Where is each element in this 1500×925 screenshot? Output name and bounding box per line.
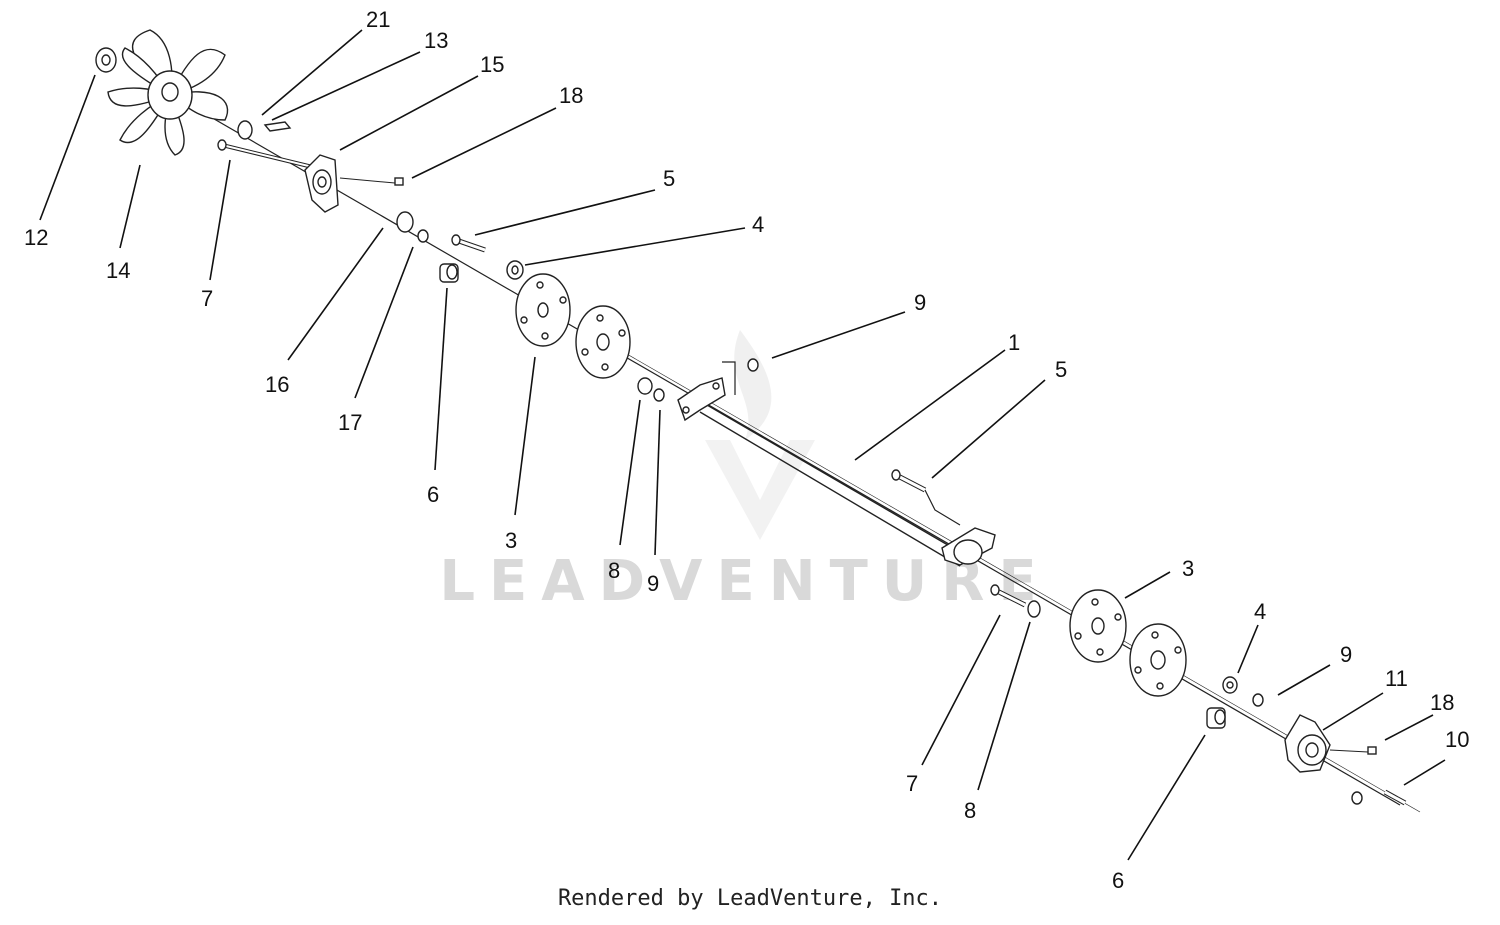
- coupling-disc-3-right: [1069, 589, 1127, 663]
- callout-label: 10: [1445, 727, 1469, 752]
- grease-fitting-18-right: [1329, 746, 1377, 755]
- nut-4-left: [506, 260, 524, 280]
- callout-labels: 21 13 15 18 12 14 7 5 4 16 17 6 3 8 9 9 …: [24, 7, 1469, 893]
- nut-9-upper: [747, 358, 759, 372]
- coupling-disc-3-left: [515, 273, 571, 347]
- washer-21: [237, 120, 253, 140]
- bushing-6-left: [439, 263, 459, 283]
- callout-label: 21: [366, 7, 390, 32]
- callout-label: 14: [106, 258, 130, 283]
- nut-9-right: [1252, 693, 1264, 707]
- watermark-text: LEADVENTURE: [439, 549, 1050, 614]
- nut-4-right: [1222, 676, 1238, 694]
- coupling-disc-right-of-right-pair: [1129, 623, 1187, 697]
- bolt-5-left: [451, 234, 486, 253]
- bearing-flange-11: [1284, 714, 1331, 773]
- washer-8-left: [637, 377, 653, 395]
- callout-label: 6: [427, 482, 439, 507]
- nut-lower-flange: [1351, 791, 1363, 805]
- bolt-7-right: [990, 584, 1027, 608]
- callout-label: 15: [480, 52, 504, 77]
- callout-label: 7: [201, 286, 213, 311]
- callout-label: 8: [608, 558, 620, 583]
- callout-label: 4: [1254, 599, 1266, 624]
- pin-10: [1383, 789, 1407, 806]
- shaft: [189, 104, 1421, 813]
- callout-label: 17: [338, 410, 362, 435]
- leadventure-flame-logo: [705, 330, 815, 540]
- callout-label: 1: [1008, 330, 1020, 355]
- callout-label: 9: [647, 571, 659, 596]
- callout-label: 5: [663, 166, 675, 191]
- callout-label: 7: [906, 771, 918, 796]
- callout-label: 3: [505, 528, 517, 553]
- nut-17: [417, 229, 429, 243]
- shaft-mount-left: [677, 361, 736, 422]
- leader-lines: [39, 29, 1446, 861]
- callout-label: 9: [1340, 642, 1352, 667]
- footer-credit: Rendered by LeadVenture, Inc.: [557, 886, 943, 911]
- callout-label: 12: [24, 225, 48, 250]
- fan-blade: [107, 29, 229, 156]
- nut-9-left: [653, 388, 665, 402]
- callout-label: 8: [964, 798, 976, 823]
- callout-label: 9: [914, 290, 926, 315]
- callout-label: 13: [424, 28, 448, 53]
- grease-fitting-18-left: [339, 177, 404, 186]
- callout-label: 11: [1385, 666, 1408, 691]
- washer-8-right: [1027, 600, 1041, 618]
- bolt-7-left: [217, 139, 326, 172]
- watermark: LEADVENTURE: [439, 330, 1050, 614]
- callout-label: 4: [752, 212, 764, 237]
- bearing-flange-15: [304, 154, 339, 213]
- callout-label: 6: [1112, 868, 1124, 893]
- washer-16: [396, 211, 414, 233]
- bushing-6-right: [1206, 707, 1226, 729]
- callout-label: 3: [1182, 556, 1194, 581]
- fan-washer: [95, 47, 117, 73]
- key-13: [263, 121, 292, 132]
- callout-label: 18: [559, 83, 583, 108]
- coupling-disc-right-of-left-pair: [575, 305, 631, 379]
- shaft-mount-right: [941, 527, 996, 566]
- callout-label: 5: [1055, 357, 1067, 382]
- callout-label: 16: [265, 372, 289, 397]
- bolt-5-right: [891, 469, 961, 526]
- callout-label: 18: [1430, 690, 1454, 715]
